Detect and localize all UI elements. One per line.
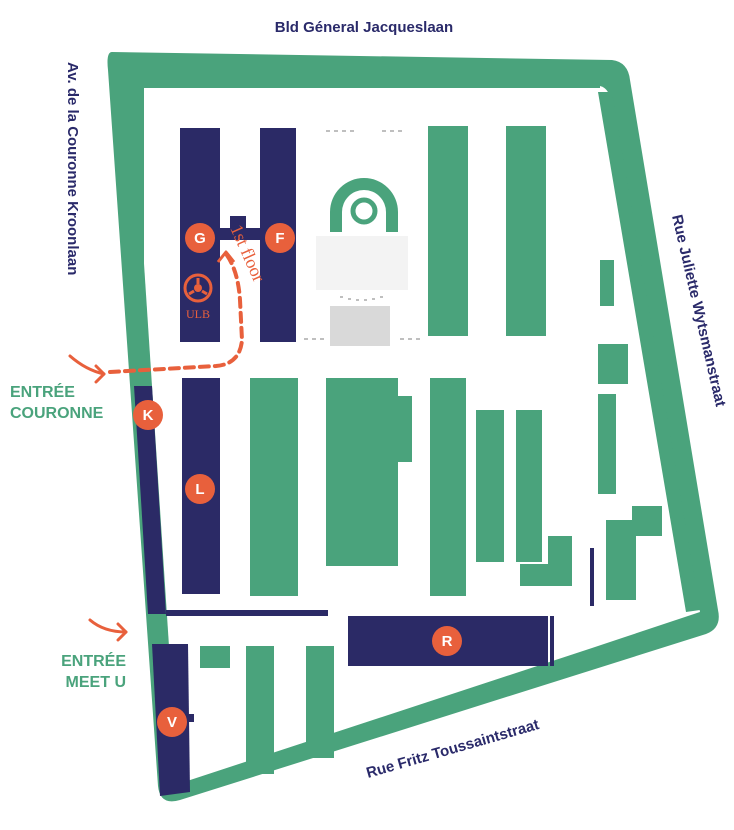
horseshoe-building — [330, 178, 398, 232]
building-marker-g[interactable]: G — [185, 223, 215, 253]
entrance-meet-u-label: ENTRÉE MEET U — [61, 651, 126, 691]
building-marker-g-label: G — [194, 230, 206, 247]
building-marker-v-label: V — [167, 714, 177, 731]
route-to-first-floor — [108, 250, 245, 374]
green-blocks — [132, 80, 700, 774]
entrance-arrow-couronne — [68, 354, 106, 384]
building-marker-l[interactable]: L — [185, 474, 215, 504]
building-k — [134, 386, 166, 614]
gray-features — [304, 130, 420, 346]
building-marker-f[interactable]: F — [265, 223, 295, 253]
street-west: Av. de la Couronne Kroonlaan — [64, 62, 81, 275]
building-marker-v[interactable]: V — [157, 707, 187, 737]
ulb-logo-text: ULB — [186, 307, 210, 321]
building-marker-r-label: R — [442, 633, 453, 650]
building-marker-r[interactable]: R — [432, 626, 462, 656]
ulb-logo: ULB — [183, 273, 213, 321]
svg-text:MEET U: MEET U — [66, 674, 126, 691]
building-marker-f-label: F — [275, 230, 284, 247]
svg-text:ENTRÉE: ENTRÉE — [10, 382, 75, 401]
street-north: Bld Géneral Jacqueslaan — [275, 19, 453, 36]
entrance-couronne-label: ENTRÉE COURONNE — [10, 382, 104, 422]
entrance-arrow-meet-u — [88, 618, 128, 642]
building-marker-k-label: K — [143, 407, 154, 424]
building-marker-k[interactable]: K — [133, 400, 163, 430]
building-marker-l-label: L — [195, 481, 204, 498]
svg-text:COURONNE: COURONNE — [10, 405, 104, 422]
svg-text:ENTRÉE: ENTRÉE — [61, 651, 126, 670]
